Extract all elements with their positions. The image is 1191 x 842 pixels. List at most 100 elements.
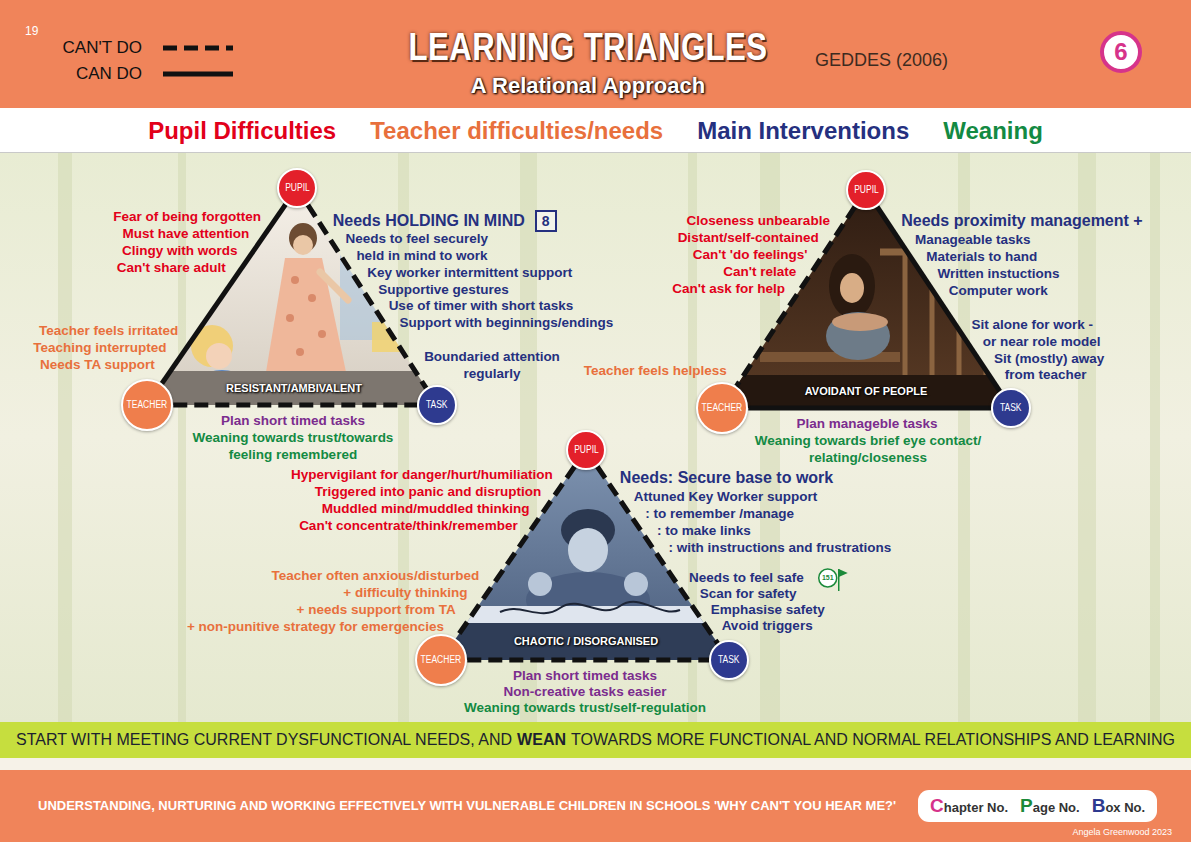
label-strip <box>147 371 437 405</box>
boy-fist <box>624 572 648 596</box>
intervention-text: Scan for safety <box>700 586 797 602</box>
forest-ground <box>0 152 1191 722</box>
girl-face <box>840 273 864 303</box>
rule <box>0 152 1191 153</box>
node-text: Chapter No. <box>930 795 1008 818</box>
intervention-text: Sit alone for work - <box>971 317 1093 333</box>
intervention-heading: Needs HOLDING IN MIND <box>333 212 525 230</box>
node-text: Page No. <box>1020 795 1080 818</box>
node-text: Box No. <box>1092 795 1145 818</box>
message-band: START WITH MEETING CURRENT DYSFUNCTIONAL… <box>0 722 1191 758</box>
teacher-need-text: + difficulty thinking <box>343 585 467 601</box>
legend-sample-dashed <box>163 46 233 51</box>
intervention-text: Computer work <box>949 283 1048 299</box>
triangle-vertex-circle: TASK <box>417 385 457 425</box>
footer-band: UNDERSTANDING, NURTURING AND WORKING EFF… <box>0 770 1191 842</box>
teacher-need-text: Teacher feels helpless <box>584 363 727 379</box>
pupil-difficulty-text: Triggered into panic and disruption <box>315 484 542 500</box>
intervention-text: or near role model <box>983 334 1101 350</box>
paper <box>441 606 729 660</box>
page-flag-number: 151 <box>822 574 834 582</box>
weaning-text: Weaning towards trust/towards <box>193 430 394 446</box>
intervention-text: : to make links <box>657 523 751 539</box>
subtitle: A Relational Approach <box>471 73 705 98</box>
teacher-need-text: + needs support from TA <box>297 602 456 618</box>
node-text: UNDERSTANDING, NURTURING AND WORKING EFF… <box>38 799 896 814</box>
pattern-dot <box>286 314 294 322</box>
intervention-text: : with instructions and frustrations <box>669 540 892 556</box>
girl-hair <box>829 254 875 318</box>
intervention-text: Needs to feel securely <box>345 231 488 247</box>
node-text: START WITH MEETING CURRENT DYSFUNCTIONAL… <box>16 731 512 749</box>
chapter-number-badge: 6 <box>1100 31 1142 73</box>
column-heading: Weaning <box>943 117 1043 145</box>
column-heading: Main Interventions <box>697 117 909 145</box>
plan-text: Plan manageble tasks <box>796 416 937 432</box>
intervention-text: Support with beginnings/endings <box>400 315 614 331</box>
teacher-need-text: Needs TA support <box>40 357 155 373</box>
pattern-dot <box>308 294 316 302</box>
teacher-need-text: Teacher feels irritated <box>39 323 178 339</box>
scribble <box>500 602 680 613</box>
weaning-text: Weaning towards brief eye contact/ <box>755 433 981 449</box>
pupil-difficulty-text: Clingy with words <box>122 243 238 259</box>
intervention-text: : to remember /manage <box>645 506 794 522</box>
intervention-text: Emphasise safety <box>711 602 825 618</box>
citation: GEDDES (2006) <box>815 50 948 71</box>
boy-fist <box>528 572 552 596</box>
pupil-difficulty-text: Closeness unbearable <box>687 213 830 229</box>
teacher-need-text: + non-punitive strategy for emergencies <box>187 619 444 635</box>
pupil-difficulty-text: Can't share adult <box>117 260 226 276</box>
intervention-heading: Needs: Secure base to work <box>620 469 833 487</box>
page-flag-circle <box>819 569 837 587</box>
triangle-vertex-circle: PUPIL <box>566 430 606 470</box>
triangle-vertex-circle: PUPIL <box>277 168 317 208</box>
node-text: TASK <box>426 400 448 410</box>
plan-text: Non-creative tasks easier <box>504 684 667 700</box>
attachment-style-label: RESISTANT/AMBIVALENT <box>226 382 362 395</box>
pupil-difficulty-text: Can't relate <box>723 264 796 280</box>
pupil-difficulty-text: Can't ask for help <box>672 281 785 297</box>
intervention-text: Manageable tasks <box>915 232 1031 248</box>
intervention-text: Written instuctions <box>938 266 1060 282</box>
page-flag <box>839 569 848 577</box>
intervention-text: from teacher <box>1005 367 1087 383</box>
legend-label: CAN'T DO <box>63 38 142 58</box>
node-text: PUPIL <box>854 185 879 195</box>
triangle-side <box>173 402 417 407</box>
node-text: PUPIL <box>574 445 599 455</box>
node-text: TASK <box>1000 403 1022 413</box>
pattern-dot <box>291 276 299 284</box>
intervention-text: held in mind to work <box>356 248 487 264</box>
pupil-difficulty-text: Hypervigilant for danger/hurt/humiliatio… <box>291 467 553 483</box>
triangle-side <box>748 405 991 410</box>
teacher-need-text: Teaching interrupted <box>33 340 166 356</box>
node-text: 6 <box>1114 40 1127 64</box>
gap-strip <box>0 758 1191 770</box>
intervention-text: regularly <box>463 366 520 382</box>
intervention-text: Supportive gestures <box>378 282 509 298</box>
weaning-text: Weaning towards trust/self-regulation <box>464 700 706 716</box>
attachment-style-label: AVOIDANT OF PEOPLE <box>805 385 928 398</box>
tree-trunks <box>58 152 1160 722</box>
plan-text: Plan short timed tasks <box>513 668 657 684</box>
node-text: PUPIL <box>285 183 310 193</box>
heading-strip <box>0 108 1191 152</box>
attachment-style-label: CHAOTIC / DISORGANISED <box>514 635 658 648</box>
band-text-row: START WITH MEETING CURRENT DYSFUNCTIONAL… <box>16 731 1175 749</box>
weaning-text: feeling remembered <box>229 447 357 463</box>
pupil-difficulty-text: Must have attention <box>123 226 250 242</box>
label-strip <box>722 375 1011 408</box>
triangle-side <box>467 657 709 662</box>
intervention-heading: Needs proximity management + <box>901 212 1142 230</box>
intervention-text: Use of timer with short tasks <box>389 298 574 314</box>
node-text: WEAN <box>517 731 566 749</box>
adult-dress <box>266 258 346 372</box>
tree-trunk <box>1078 152 1096 722</box>
column-heading: Teacher difficulties/needs <box>370 117 663 145</box>
child-face <box>206 343 232 369</box>
pupil-difficulty-text: Muddled mind/muddled thinking <box>322 501 530 517</box>
legend-label: CAN DO <box>76 64 142 84</box>
box-number: 8 <box>535 210 557 232</box>
